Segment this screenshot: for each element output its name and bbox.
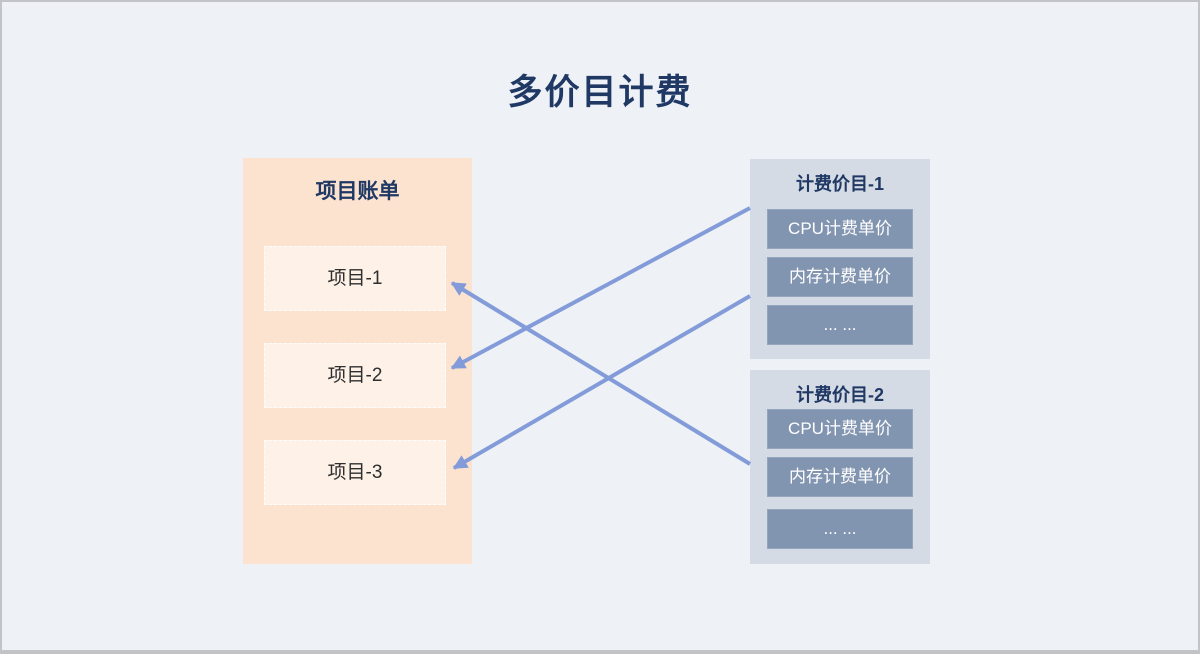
price-list-1-memory-row: 内存计费单价 [767, 257, 913, 297]
connection-arrow-price-list-1-cpu-row-to-project-2 [450, 206, 751, 370]
price-list-1-cpu-row: CPU计费单价 [767, 209, 913, 249]
project-bill-title: 项目账单 [315, 180, 400, 203]
project-item-3: 项目-3 [264, 440, 446, 505]
price-list-1-title: 计费价目-1 [795, 174, 884, 194]
connection-arrow-price-list-2-memory-row-to-project-1 [450, 281, 752, 466]
price-list-2-cpu-row: CPU计费单价 [767, 409, 913, 449]
diagram-title: 多价目计费 [507, 73, 693, 112]
price-list-2-ellipsis-row: ... ... [767, 509, 913, 549]
price-list-1-ellipsis-row: ... ... [767, 305, 913, 345]
price-list-1-panel: 计费价目-1 CPU计费单价 内存计费单价 ... ... [750, 159, 930, 359]
price-list-2-title: 计费价目-2 [795, 385, 884, 405]
price-list-2-panel: 计费价目-2 CPU计费单价 内存计费单价 ... ... [750, 370, 930, 564]
project-item-2: 项目-2 [264, 343, 446, 408]
price-list-2-memory-row: 内存计费单价 [767, 457, 913, 497]
connection-arrow-price-list-1-memory-row-to-project-3 [452, 294, 752, 470]
project-item-1: 项目-1 [264, 246, 446, 311]
project-bill-panel: 项目账单 项目-1 项目-2 项目-3 [243, 158, 472, 564]
